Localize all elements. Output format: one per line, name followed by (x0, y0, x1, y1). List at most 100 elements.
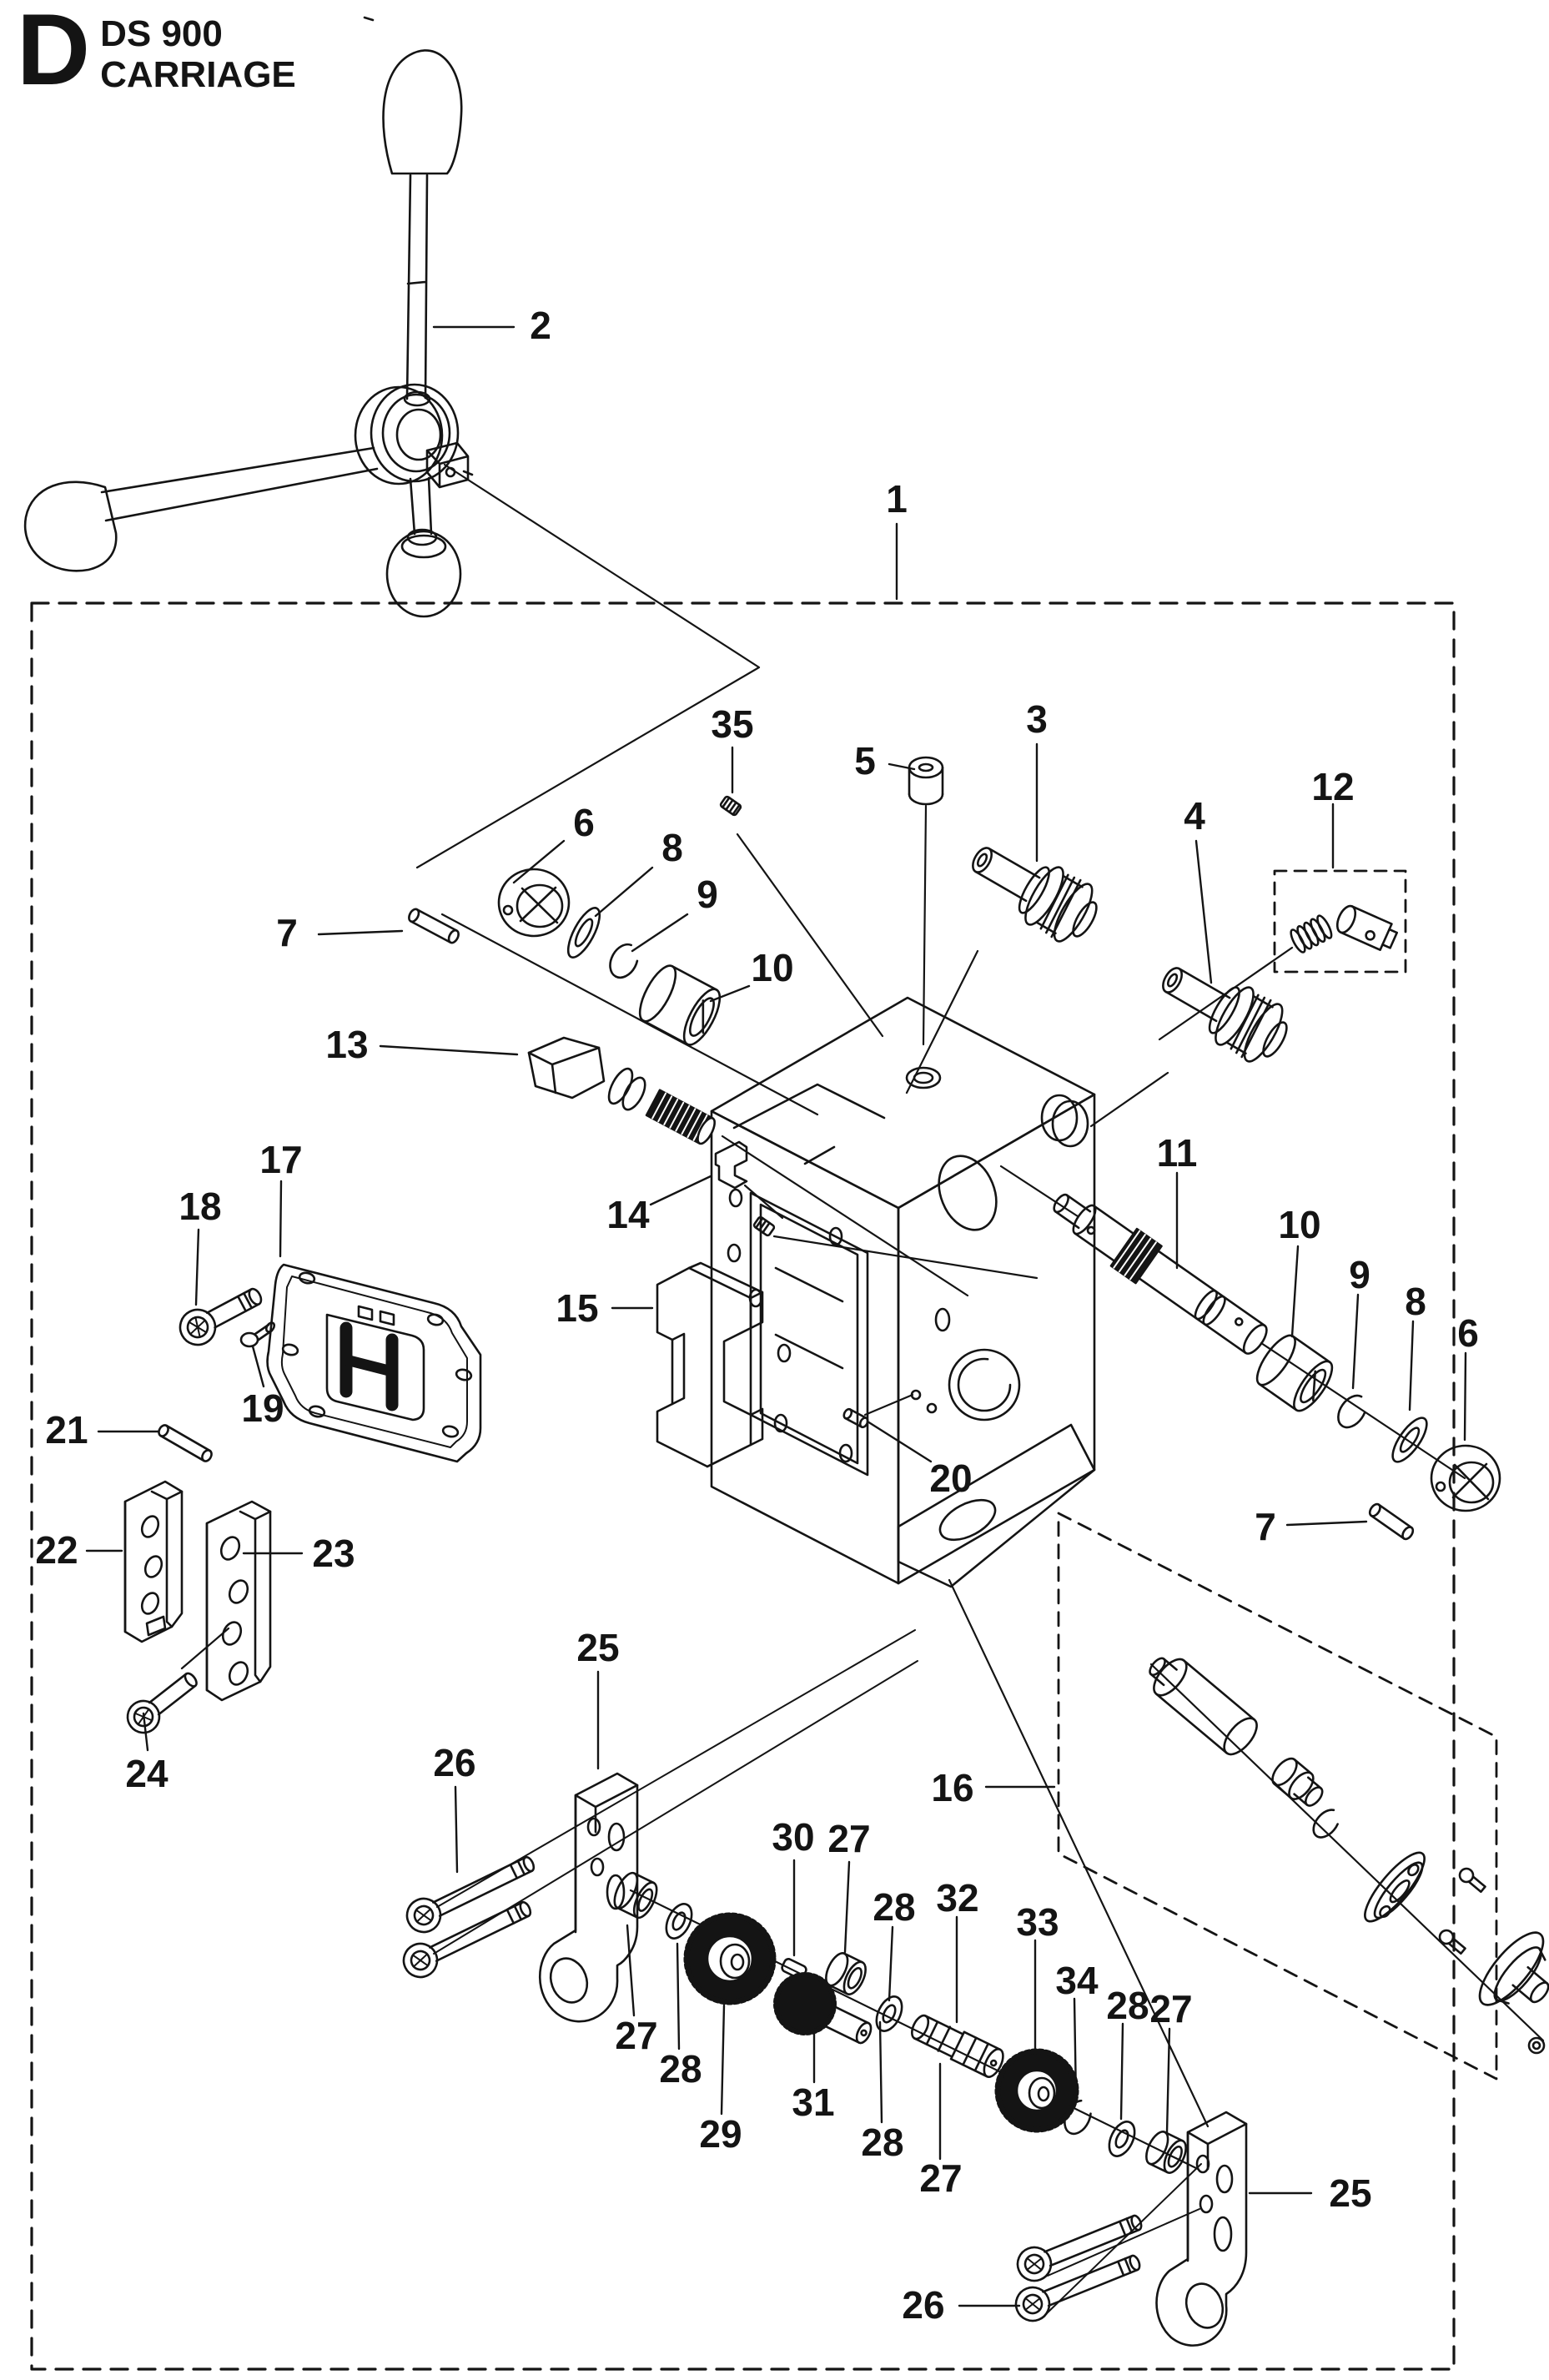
shaft-part-11 (999, 1165, 1268, 1355)
callout-21: 21 (45, 1408, 88, 1452)
callout-3: 3 (1026, 697, 1048, 741)
title-block: D DS 900 CARRIAGE (17, 0, 296, 106)
washer-part-28d (1108, 2121, 1136, 2157)
cap-screws-part-26-left (402, 1629, 918, 1979)
leader-7b (1285, 1520, 1368, 1527)
leader-28d (1119, 2022, 1124, 2121)
callout-7b: 7 (1255, 1505, 1276, 1548)
callout-11: 11 (1156, 1131, 1198, 1175)
guide-bracket-part-15 (656, 1261, 764, 1468)
callout-27d: 27 (1149, 1987, 1193, 2030)
leader-17 (279, 1180, 283, 1258)
clip-part-14 (714, 1140, 784, 1220)
leader-19 (251, 1345, 265, 1388)
stray-mark (363, 16, 375, 22)
callout-7a: 7 (276, 911, 298, 954)
axis-line-left-assembly (440, 913, 819, 1116)
callout-23: 23 (312, 1532, 355, 1575)
detent-box-part-12 (1158, 869, 1407, 1041)
callout-10b: 10 (1278, 1203, 1321, 1246)
cover-plate-part-17 (266, 1263, 482, 1463)
handle-pointer-lines (415, 463, 761, 869)
callout-8a: 8 (661, 826, 683, 869)
leader-27b (626, 1924, 636, 2017)
pin-part-7-right (1368, 1502, 1415, 1541)
bushing-part-27a (825, 1952, 867, 1995)
callout-16: 16 (931, 1766, 974, 1809)
callout-19: 19 (241, 1386, 284, 1430)
roller-part-3 (972, 847, 1098, 943)
snap-ring-part-9-right (1337, 1394, 1367, 1429)
roller-part-4 (1162, 967, 1288, 1063)
leader-13 (379, 1044, 519, 1056)
leader-34 (1073, 1997, 1078, 2101)
pin-part-20 (842, 1393, 914, 1429)
leader-10b (1290, 1245, 1300, 1338)
collar-part-6-left (497, 868, 571, 938)
leader-9b (1351, 1293, 1360, 1390)
detent-plunger (1335, 904, 1399, 951)
callout-14: 14 (606, 1193, 650, 1236)
callout-28c: 28 (861, 2121, 904, 2164)
callout-9b: 9 (1349, 1253, 1370, 1296)
model-name: DS 900 (100, 13, 223, 54)
pin-part-21 (158, 1424, 213, 1462)
callout-33: 33 (1016, 1900, 1059, 1944)
callout-25b: 25 (1329, 2171, 1372, 2215)
gear-part-33 (994, 2048, 1079, 2133)
washer-part-8-left (566, 907, 601, 959)
callout-35: 35 (711, 702, 754, 746)
callout-27c: 27 (919, 2156, 963, 2200)
gib-plate-part-22 (123, 1480, 184, 1643)
assembly-boundary-box (30, 601, 1456, 2371)
callout-17: 17 (259, 1138, 303, 1181)
callout-30: 30 (772, 1815, 815, 1859)
callout-28a: 28 (873, 1885, 916, 1929)
bracket-part-25-left (539, 1772, 639, 2023)
callout-15: 15 (556, 1286, 599, 1330)
axis-line-right-assembly (1260, 1341, 1466, 1480)
leader-4 (1194, 839, 1213, 984)
pin-part-7-left (408, 908, 460, 944)
callout-12: 12 (1311, 765, 1355, 808)
callout-13: 13 (325, 1023, 369, 1066)
callout-22: 22 (35, 1528, 78, 1572)
bushing-part-27d (1145, 2131, 1187, 2174)
leader-7a (317, 929, 404, 936)
axis-line-part3 (905, 949, 979, 1094)
callout-26b: 26 (902, 2283, 945, 2327)
callout-27b: 27 (615, 2014, 658, 2057)
callout-25a: 25 (576, 1626, 620, 1669)
leader-10a (709, 984, 751, 1003)
leader-26a (454, 1785, 459, 1874)
callout-4: 4 (1184, 794, 1205, 838)
leader-27a (843, 1860, 851, 1954)
leader-8b (1408, 1320, 1415, 1411)
callout-24: 24 (125, 1752, 168, 1795)
bushing-part-10-left (638, 964, 722, 1046)
callout-34: 34 (1055, 1959, 1099, 2002)
callout-20: 20 (929, 1457, 973, 1500)
snap-ring-part-34 (1064, 2099, 1092, 2136)
callout-29: 29 (699, 2112, 742, 2156)
sheet-name: CARRIAGE (100, 54, 296, 96)
flat-screw-part-19 (239, 1321, 276, 1348)
leader-24 (142, 1712, 149, 1752)
callout-28d: 28 (1106, 1984, 1149, 2027)
callout-2: 2 (530, 304, 551, 347)
shaft-part-32 (911, 2014, 1004, 2078)
cap-screw-part-18 (179, 1287, 263, 1346)
leader-5 (888, 762, 916, 771)
spring (1290, 914, 1333, 954)
bushing-part-27b (613, 1871, 658, 1920)
callout-28b: 28 (659, 2047, 702, 2091)
callout-9a: 9 (697, 873, 718, 916)
section-letter: D (17, 0, 90, 106)
leader-9a (631, 913, 689, 953)
set-screw-near-15 (752, 1215, 1039, 1280)
washer-part-8-right (1391, 1416, 1428, 1463)
